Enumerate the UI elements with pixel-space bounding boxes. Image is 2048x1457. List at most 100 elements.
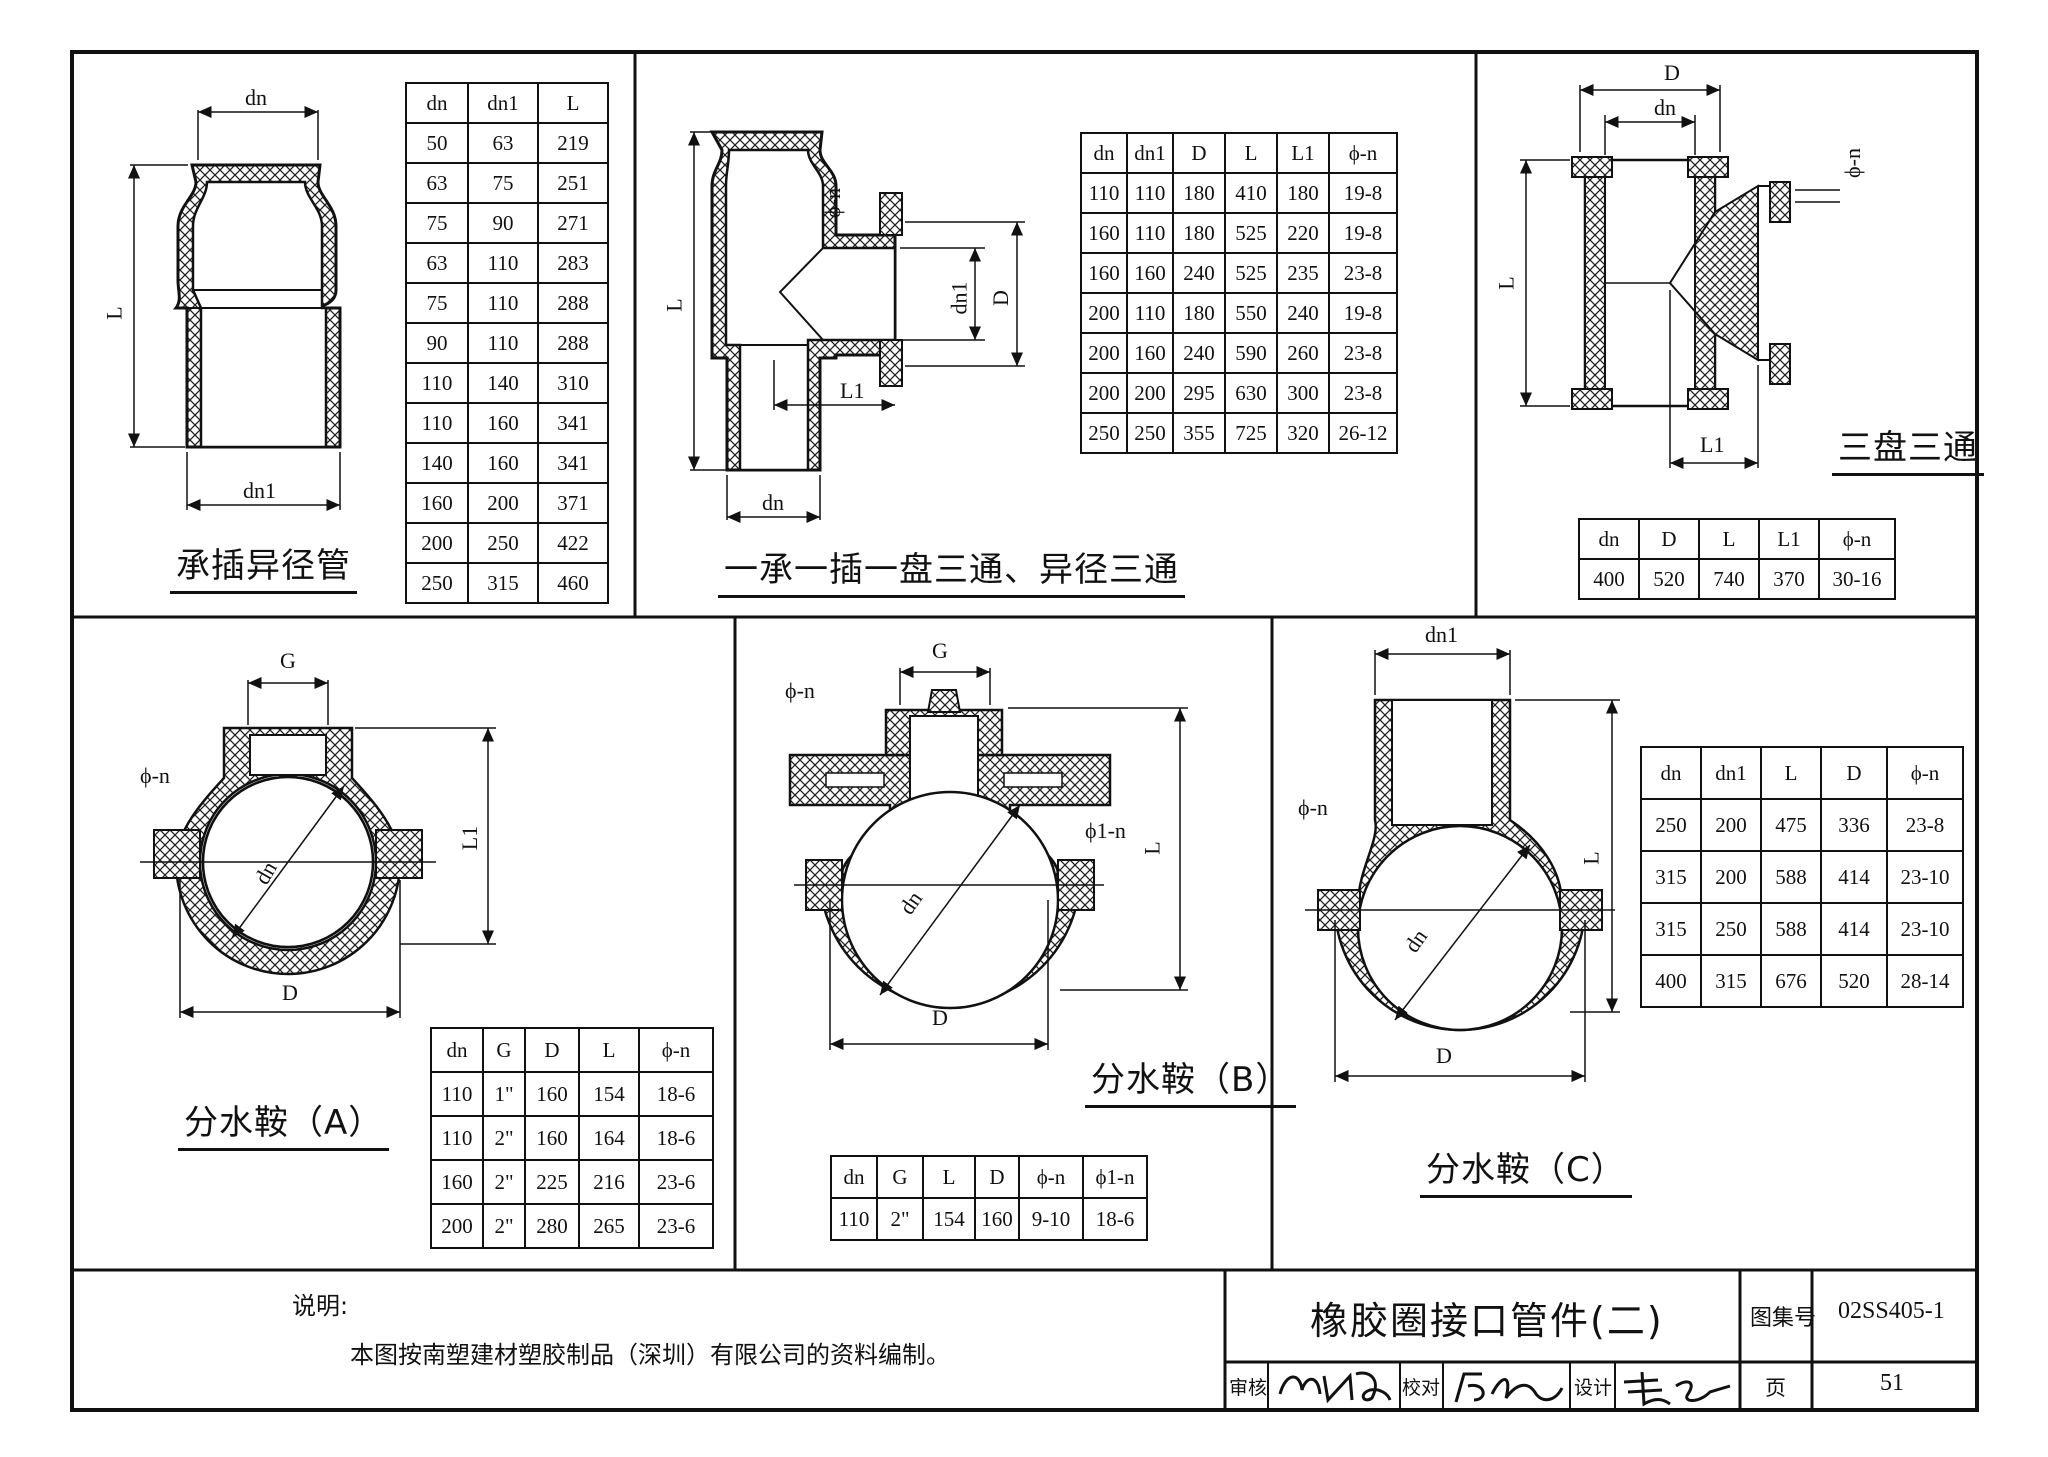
table-cell: 110 [1126,172,1174,214]
saddle-a-caption: 分水鞍（A） [178,1095,390,1151]
table-cell: 90 [467,202,539,244]
table-cell: 110 [467,322,539,364]
table-cell: 180 [1172,212,1226,254]
table-cell: 288 [537,282,609,324]
table-cell: 310 [537,362,609,404]
table-cell: 320 [1276,412,1330,454]
table-cell: 63 [467,122,539,164]
table-header-cell: dn [405,82,469,124]
saddle-b-g-label: G [932,638,948,663]
saddle-c-phi-label: ϕ-n [1298,795,1328,820]
table-header-cell: ϕ-n [638,1027,714,1073]
saddle-a-phi-label: ϕ-n [140,763,170,788]
table-cell: 250 [405,562,469,604]
table-cell: 110 [430,1115,484,1161]
table-cell: 300 [1276,372,1330,414]
table-cell: 160 [467,442,539,484]
designer-signature [1623,1371,1731,1407]
flanged-tee-phi-label: ϕ-n [1839,148,1865,178]
table-cell: 160 [467,402,539,444]
table-cell: 725 [1224,412,1278,454]
table-header-cell: dn1 [1126,132,1174,174]
table-cell: 90 [405,322,469,364]
table-header-cell: D [1820,746,1888,800]
saddle-c-drawing [1305,648,1620,1082]
table-header-cell: D [524,1027,580,1073]
table-cell: 200 [430,1203,484,1249]
table-cell: 18-6 [638,1071,714,1117]
table-cell: 295 [1172,372,1226,414]
table-cell: 160 [974,1197,1020,1241]
outer-border [70,50,1979,1412]
table-cell: 260 [1276,332,1330,374]
table-cell: 400 [1640,954,1702,1008]
table-cell: 1" [482,1071,526,1117]
table-header-cell: dn [1640,746,1702,800]
table-cell: 110 [1080,172,1128,214]
table-cell: 240 [1172,332,1226,374]
tee-l-label: L [661,298,687,312]
table-cell: 140 [467,362,539,404]
drawing-title: 橡胶圈接口管件(二) [1310,1299,1664,1343]
saddle-b-d-label: D [932,1005,948,1030]
table-cell: 341 [537,442,609,484]
atlas-label: 图集号 [1750,1306,1817,1331]
table-cell: 110 [405,402,469,444]
table-header-cell: L [578,1027,640,1073]
notes-text: 本图按南塑建材塑胶制品（深圳）有限公司的资料编制。 [350,1341,950,1369]
saddle-c-dn1-label: dn1 [1425,622,1458,647]
table-header-cell: dn [830,1155,878,1199]
notes-heading: 说明: [292,1292,349,1320]
table-cell: 180 [1276,172,1330,214]
table-cell: 225 [524,1159,580,1205]
table-cell: 200 [1080,332,1128,374]
table-cell: 75 [467,162,539,204]
table-cell: 250 [1126,412,1174,454]
table-cell: 110 [467,242,539,284]
table-cell: 19-8 [1328,212,1398,254]
tee-drawing [688,130,1025,523]
table-cell: 315 [1640,902,1702,956]
table-cell: 23-8 [1328,332,1398,374]
saddle-a-drawing [140,677,496,1018]
table-cell: 315 [1700,954,1762,1008]
table-header-cell: G [876,1155,924,1199]
table-cell: 164 [578,1115,640,1161]
table-cell: 2" [876,1197,924,1241]
table-header-cell: L1 [1276,132,1330,174]
table-cell: 400 [1578,558,1640,600]
saddle-a-l1-label: L1 [457,825,483,851]
table-cell: 283 [537,242,609,284]
table-header-cell: G [482,1027,526,1073]
table-cell: 200 [1700,798,1762,852]
table-cell: 240 [1276,292,1330,334]
page-number: 51 [1880,1370,1904,1396]
table-cell: 110 [1126,212,1174,254]
table-cell: 219 [537,122,609,164]
saddle-a-d-label: D [282,980,298,1005]
table-cell: 154 [922,1197,976,1241]
table-header-cell: L [922,1155,976,1199]
table-cell: 75 [405,202,469,244]
table-cell: 200 [1080,292,1128,334]
table-cell: 525 [1224,252,1278,294]
table-cell: 110 [830,1197,878,1241]
table-header-cell: L1 [1758,518,1820,560]
flanged-tee-l-label: L [1493,276,1519,290]
table-header-cell: ϕ-n [1328,132,1398,174]
table-cell: 220 [1276,212,1330,254]
